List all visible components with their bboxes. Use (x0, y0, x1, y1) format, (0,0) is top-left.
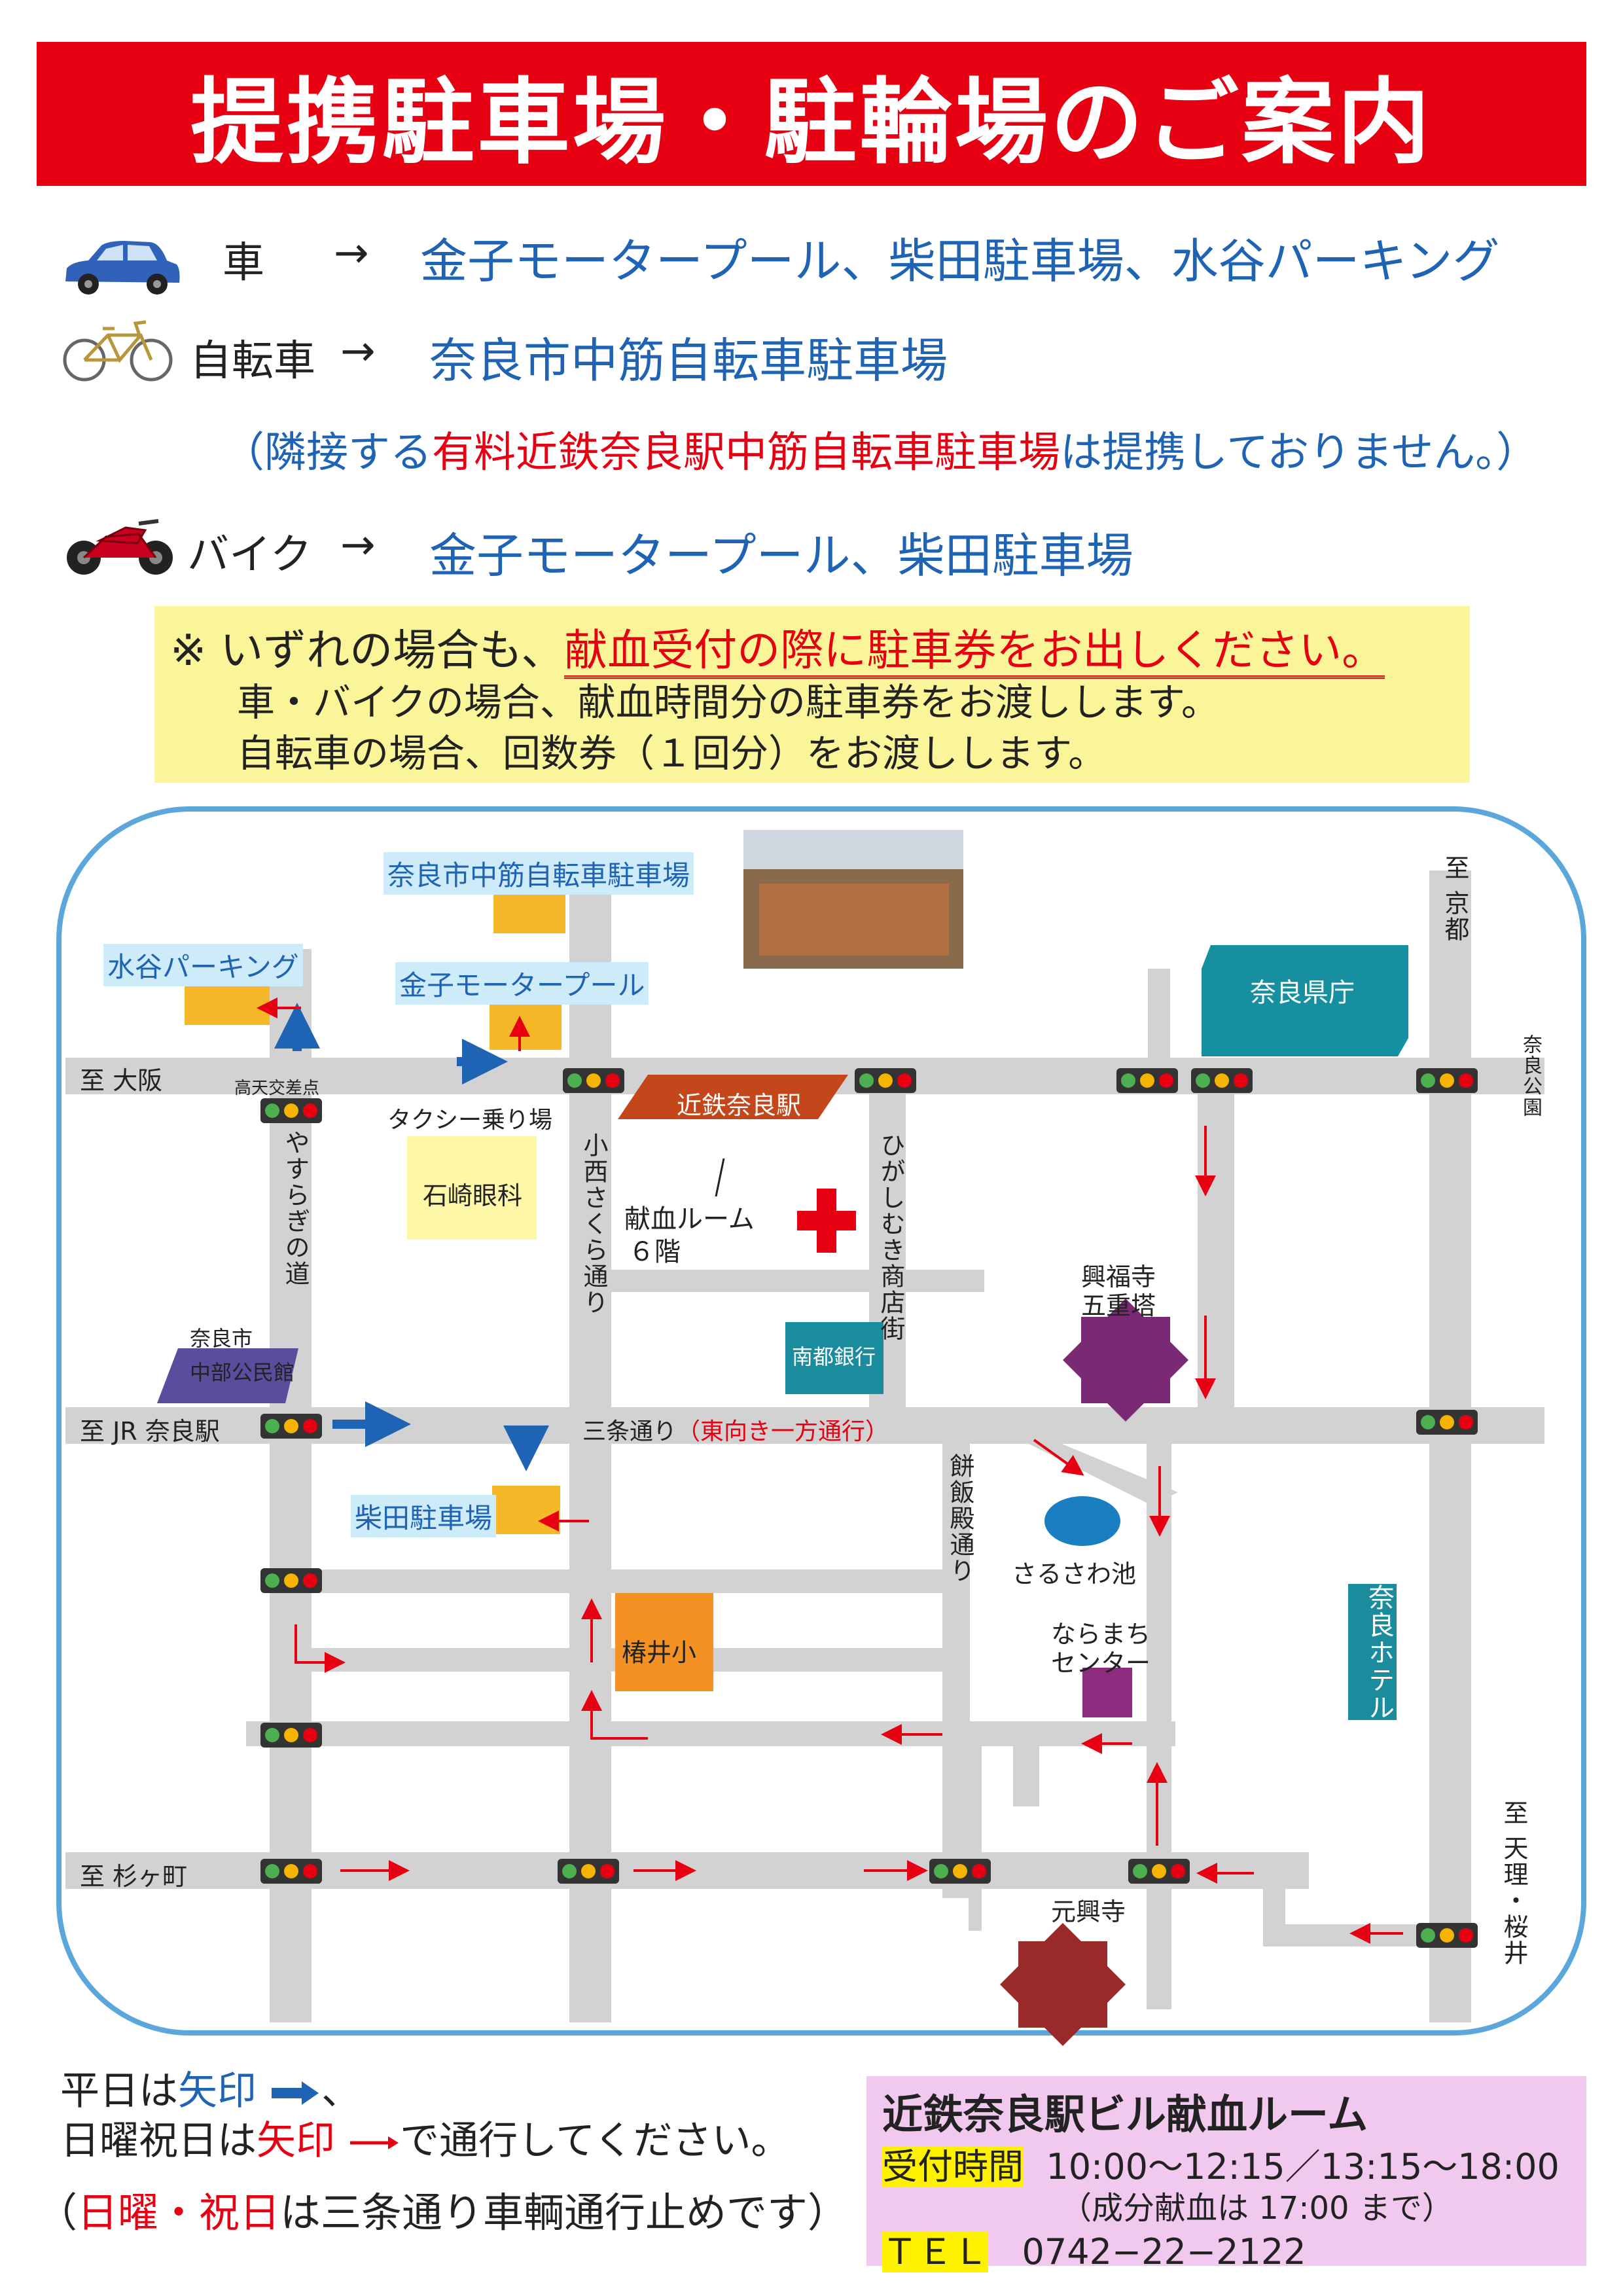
arrow-glyph: → (334, 229, 369, 278)
info-title: 近鉄奈良駅ビル献血ルーム (882, 2090, 1368, 2138)
blood-room-floor: ６階 (628, 1237, 681, 1267)
kencho-label: 奈良県庁 (1250, 978, 1355, 1008)
naramachi-label: ならまち (1051, 1620, 1151, 1649)
tsubai-label: 椿井小 (622, 1638, 697, 1667)
notice-line-1: ※ いずれの場合も、献血受付の際に駐車券をお出しください。 (170, 615, 1385, 679)
road-to-osaka: 至 大阪 (80, 1066, 163, 1095)
bicycle-destination: 奈良市中筋自転車駐車場 (429, 333, 948, 388)
weekday-arrows (274, 1003, 549, 1471)
arrow-glyph: → (340, 327, 376, 376)
car-label: 車 (223, 239, 264, 287)
label-mizutani: 水谷パーキング (103, 944, 303, 986)
legend-closure: （日曜・祝日は三条通り車輌通行止めです） (37, 2189, 849, 2236)
legend-weekday: 平日は矢印 、 (60, 2068, 361, 2114)
legend-holiday: 日曜祝日は矢印 で通行してください。 (60, 2118, 791, 2164)
nanto-label: 南都銀行 (792, 1344, 876, 1369)
label-kaneko: 金子モータープール (395, 962, 649, 1005)
station-building (618, 1075, 848, 1119)
road-to-tenri: 至 天理・桜井 (1499, 1800, 1528, 1967)
nanto-bank-block (785, 1322, 883, 1394)
naramachi-label-2: センター (1051, 1649, 1151, 1677)
mizutani-lot (185, 979, 270, 1025)
notice-box: ※ いずれの場合も、献血受付の際に駐車券をお出しください。 車・バイクの場合、献… (154, 606, 1470, 783)
kominkan-label-2: 中部公民館 (190, 1360, 295, 1385)
ishizaki-block (407, 1136, 537, 1240)
naramachi-block (1082, 1668, 1132, 1717)
road-to-sugigacho: 至 杉ヶ町 (80, 1862, 188, 1891)
motorbike-icon (67, 519, 173, 575)
component-note: （成分献血は 17:00 まで） (1060, 2190, 1454, 2227)
kominkan-building (157, 1348, 298, 1403)
gangoji-label: 元興寺 (1051, 1897, 1126, 1926)
red-cross-icon (797, 1189, 856, 1253)
notice-line-3: 自転車の場合、回数券（１回分）をお渡しします。 (237, 731, 1107, 776)
bicycle-label: 自転車 (190, 337, 315, 386)
label-shibata: 柴田駐車場 (351, 1495, 497, 1537)
motorbike-label: バイク (187, 531, 312, 579)
road-konishi: 小西さくら通り (579, 1132, 608, 1316)
hotel-label: 奈良ホテル (1364, 1584, 1394, 1721)
map-frame (56, 806, 1586, 2036)
hours-row: 受付時間 10:00〜12:15／13:15〜18:00 (882, 2146, 1560, 2187)
taxi-label: タクシー乗り場 (387, 1107, 553, 1134)
road-to-kyoto: 至 京都 (1440, 855, 1469, 943)
kominkan-label: 奈良市 (190, 1326, 253, 1351)
kotenkosaten-label: 高天交差点 (234, 1079, 320, 1098)
kaneko-lot (490, 1004, 562, 1050)
sarusawa-pond (1044, 1496, 1120, 1546)
car-icon (65, 241, 180, 295)
road-mochiidono: 餅飯殿通り (946, 1453, 974, 1584)
gangoji-icon (1000, 1923, 1126, 2046)
red-arrow-icon (350, 2136, 399, 2150)
info-box: 近鉄奈良駅ビル献血ルーム 受付時間 10:00〜12:15／13:15〜18:0… (866, 2076, 1586, 2272)
bicycle-icon (63, 320, 173, 382)
car-destinations: 金子モータープール、柴田駐車場、水谷パーキング (420, 234, 1500, 289)
roads (65, 870, 1544, 2022)
ishizaki-label: 石崎眼科 (423, 1181, 523, 1210)
road-to-jr: 至 JR 奈良駅 (80, 1417, 220, 1446)
kofukuji-label: 興福寺 (1081, 1263, 1156, 1291)
sarusawa-label: さるさわ池 (1012, 1560, 1137, 1588)
label-nakasuji: 奈良市中筋自転車駐車場 (383, 852, 694, 895)
page-title: 提携駐車場・駐輪場のご案内 (37, 42, 1586, 186)
hotel-building (1348, 1584, 1397, 1720)
kofukuji-label-2: 五重塔 (1081, 1291, 1156, 1320)
arrow-glyph: → (340, 521, 376, 569)
road-sanjo: 三条通り（東向き一方通行） (582, 1418, 889, 1445)
road-yasuragi: やすらぎの道 (281, 1130, 310, 1287)
kencho-building (1202, 945, 1408, 1056)
pagoda-icon (1063, 1299, 1188, 1422)
traffic-lights (260, 1068, 1478, 1948)
motorbike-destinations: 金子モータープール、柴田駐車場 (429, 528, 1133, 583)
shibata-lot (492, 1486, 560, 1534)
tsubai-block (615, 1593, 713, 1691)
blood-room-label: 献血ルーム (624, 1204, 755, 1234)
road-to-narakoen: 奈良公園 (1519, 1034, 1542, 1118)
notice-line-2: 車・バイクの場合、献血時間分の駐車券をお渡しします。 (237, 680, 1220, 725)
holiday-arrows (257, 997, 1403, 1944)
tel-row: ＴＥＬ 0742−22−2122 (882, 2231, 1306, 2272)
road-higashimuki: ひがしむき商店街 (876, 1132, 905, 1342)
bicycle-note: （隣接する有料近鉄奈良駅中筋自転車駐車場は提携しておりません。） (223, 429, 1539, 477)
nakasuji-bike-lot (493, 889, 565, 933)
station-label: 近鉄奈良駅 (677, 1091, 802, 1120)
blue-arrow-icon (272, 2081, 319, 2106)
